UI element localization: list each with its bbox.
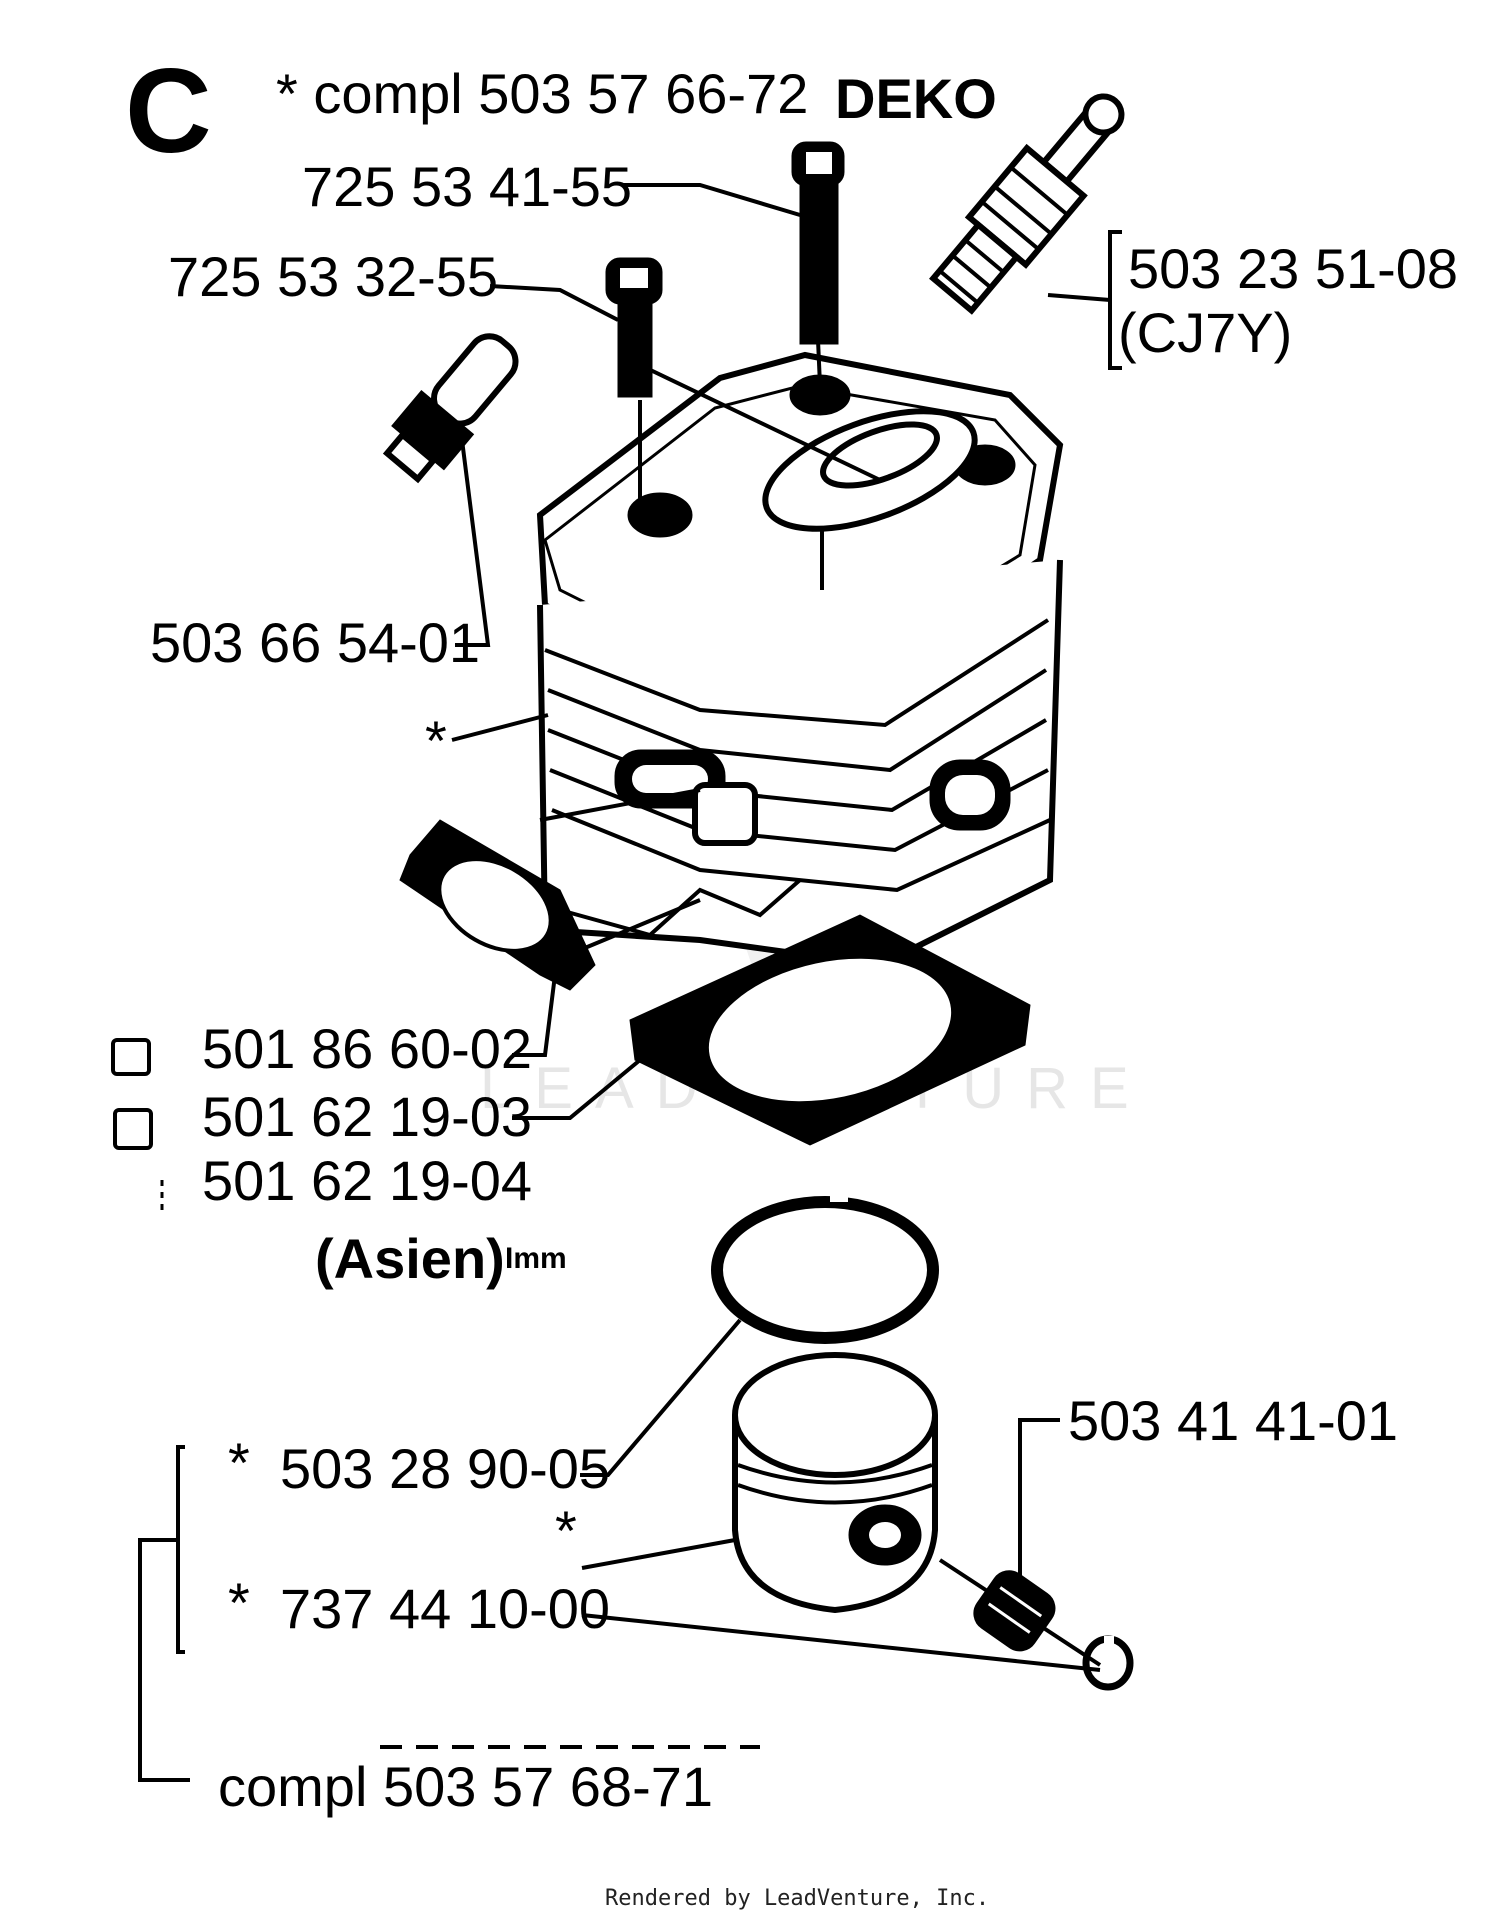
compl-bracket: [138, 1538, 190, 1782]
piston-ring-icon: [711, 1188, 939, 1344]
long-screw-part-number: 725 53 41-55: [302, 155, 632, 218]
piston-icon: [732, 1352, 938, 1614]
decompression-valve-part-number: 503 66 54-01: [150, 611, 480, 674]
piston-pin-icon: [973, 1570, 1056, 1652]
cylinder-gasket-part-number: 501 62 19-03: [202, 1085, 532, 1148]
muffler-gasket-icon: [399, 788, 701, 991]
circlip-icon: [1082, 1635, 1134, 1691]
muffler-gasket-part-number: 501 86 60-02: [202, 1017, 532, 1080]
piston-ring-part-number: 503 28 90-05: [280, 1437, 610, 1500]
cylinder-gasket-icon: [629, 914, 1031, 1146]
section-letter: C: [125, 44, 212, 178]
cylinder-leader: [451, 713, 549, 742]
cylinder-icon: [536, 351, 1064, 969]
spark-plug-part-number: 503 23 51-08: [1128, 237, 1458, 300]
piston-part-number: 737 44 10-00: [280, 1577, 610, 1640]
asia-unit: Imm: [505, 1242, 567, 1275]
piston-pin-part-number: 503 41 41-01: [1068, 1389, 1398, 1452]
piston-star: *: [555, 1499, 577, 1562]
short-screw-leader: [489, 284, 619, 322]
spark-plug-type: (CJ7Y): [1118, 301, 1292, 364]
decompression-valve-leader: [455, 439, 491, 647]
piston-pin-star: *: [228, 1571, 250, 1634]
muffler-gasket-box-icon: [111, 1038, 151, 1076]
cylinder-gasket-asia-part-number: 501 62 19-04: [202, 1149, 532, 1212]
short-screw-icon: [605, 257, 663, 398]
piston-ring-leader: [580, 1318, 742, 1477]
footer-credit: Rendered by LeadVenture, Inc.: [605, 1886, 989, 1911]
spark-plug-icon: [929, 93, 1125, 315]
long-screw-axis: [816, 339, 822, 386]
decompression-valve-icon: [382, 333, 519, 484]
compl-bottom-label: compl 503 57 68-71: [218, 1755, 713, 1818]
piston-group-bracket: [176, 1445, 185, 1654]
piston-pin-leader: [1018, 1418, 1060, 1580]
spark-plug-leader: [1047, 293, 1111, 302]
cylinder-gasket-leader: [512, 1058, 642, 1120]
cylinder-star: *: [425, 709, 447, 772]
deko-label: DEKO: [835, 67, 997, 130]
cylinder-gasket-box-icon: [113, 1108, 153, 1150]
short-screw-part-number: 725 53 32-55: [168, 245, 498, 308]
long-screw-leader: [622, 183, 801, 217]
piston-leader: [581, 1538, 736, 1570]
muffler-gasket-leader: [512, 974, 557, 1057]
compl-top-label: * compl 503 57 66-72: [276, 62, 808, 125]
short-screw-axis: [639, 363, 881, 482]
long-screw-icon: [791, 141, 845, 345]
asia-note: (Asien): [315, 1227, 505, 1290]
piston-circlip-leader: [581, 1613, 1101, 1672]
piston-ring-star: *: [228, 1431, 250, 1494]
